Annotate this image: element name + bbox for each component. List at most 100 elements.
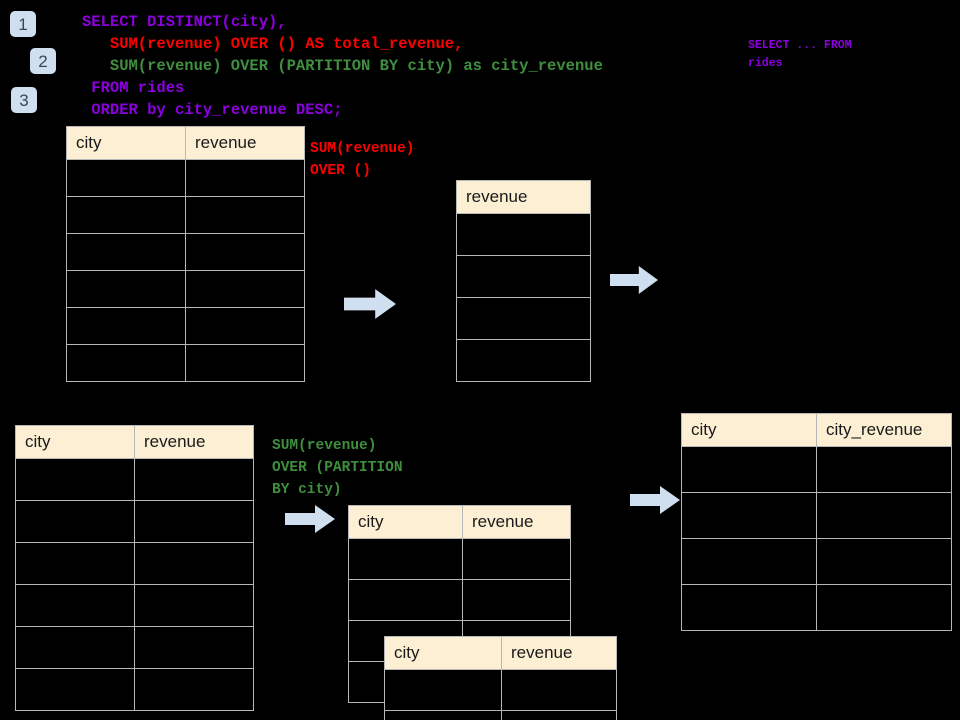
- table-row: [384, 710, 617, 720]
- column-header: city: [384, 636, 502, 670]
- table-cell: [185, 233, 305, 271]
- column-header: revenue: [185, 126, 305, 160]
- column-header: revenue: [456, 180, 591, 214]
- table-row: [66, 307, 305, 345]
- table-cell: [816, 492, 952, 539]
- arrow-partition-to-result: [630, 486, 680, 514]
- column-header: revenue: [134, 425, 254, 459]
- table-row: [681, 538, 952, 585]
- column-header: city: [681, 413, 817, 447]
- table-row: [66, 270, 305, 308]
- step-badge-label: 3: [19, 90, 29, 110]
- table-row: [384, 669, 617, 711]
- sql-line-4: FROM rides: [91, 79, 185, 97]
- table-row: [348, 579, 571, 621]
- table-cell: [462, 538, 571, 580]
- annot-sum-over-partition: SUM(revenue) OVER (PARTITION BY city): [272, 438, 403, 498]
- table-cell: [456, 339, 591, 382]
- table-row: [66, 344, 305, 382]
- table-row: [66, 159, 305, 197]
- step-badge-3: 3: [11, 87, 37, 113]
- table-header-row: revenue: [456, 180, 591, 214]
- table-row: [15, 500, 254, 543]
- table-cell: [134, 458, 254, 501]
- table-cell: [681, 446, 817, 493]
- column-header: city: [15, 425, 135, 459]
- table-cell: [501, 669, 617, 711]
- table-row: [348, 538, 571, 580]
- table-cell: [134, 542, 254, 585]
- table-row: [66, 196, 305, 234]
- table-cell: [185, 196, 305, 234]
- table-row: [66, 233, 305, 271]
- table-row: [15, 626, 254, 669]
- column-header: revenue: [501, 636, 617, 670]
- table-cell: [348, 538, 463, 580]
- table-cell: [681, 584, 817, 631]
- table-row: [681, 492, 952, 539]
- table-cell: [185, 270, 305, 308]
- table-cell: [816, 446, 952, 493]
- table-cell: [66, 307, 186, 345]
- table-total-revenue: revenue: [456, 180, 591, 382]
- table-cell: [185, 159, 305, 197]
- sql-line-3: SUM(revenue) OVER (PARTITION BY city) as…: [109, 57, 603, 75]
- annot-sum-over-empty: SUM(revenue) OVER (): [310, 141, 415, 179]
- table-row: [681, 584, 952, 631]
- table-cell: [456, 255, 591, 298]
- step-badge-1: 1: [10, 11, 36, 37]
- table-cell: [15, 626, 135, 669]
- table-cell: [134, 668, 254, 711]
- table-cell: [681, 492, 817, 539]
- table-row: [456, 255, 591, 298]
- table-cell: [384, 710, 502, 720]
- table-row: [681, 446, 952, 493]
- column-header: revenue: [462, 505, 571, 539]
- step-badge-label: 1: [18, 14, 28, 34]
- arrow-source2-to-partition: [285, 505, 335, 533]
- table-cell: [501, 710, 617, 720]
- table-cell: [456, 297, 591, 340]
- table-cell: [15, 500, 135, 543]
- table-row: [15, 458, 254, 501]
- column-header: city: [66, 126, 186, 160]
- table-cell: [816, 538, 952, 585]
- column-header: city: [348, 505, 463, 539]
- table-cell: [66, 344, 186, 382]
- sql-line-5: ORDER by city_revenue DESC;: [91, 101, 343, 119]
- table-cell: [15, 668, 135, 711]
- table-cell: [66, 270, 186, 308]
- table-cell: [185, 307, 305, 345]
- table-row: [456, 297, 591, 340]
- table-cell: [681, 538, 817, 585]
- arrow-source-to-total: [344, 289, 396, 319]
- step-badge-label: 2: [38, 51, 48, 71]
- table-cell: [15, 458, 135, 501]
- table-cell: [66, 159, 186, 197]
- table-cell: [134, 500, 254, 543]
- table-cell: [66, 196, 186, 234]
- table-row: [456, 213, 591, 256]
- sql-line-1: SELECT DISTINCT(city),: [82, 13, 287, 31]
- table-cell: [15, 584, 135, 627]
- table-row: [15, 584, 254, 627]
- table-cell: [348, 579, 463, 621]
- table-cell: [15, 542, 135, 585]
- table-cell: [134, 626, 254, 669]
- step-badge-2: 2: [30, 48, 56, 74]
- sql-query-block: SELECT DISTINCT(city), SUM(revenue) OVER …: [82, 11, 603, 121]
- table-row: [15, 542, 254, 585]
- table-cell: [185, 344, 305, 382]
- table-cell: [384, 669, 502, 711]
- sql-line-2: SUM(revenue) OVER () AS total_revenue,: [109, 35, 464, 53]
- table-row: [456, 339, 591, 382]
